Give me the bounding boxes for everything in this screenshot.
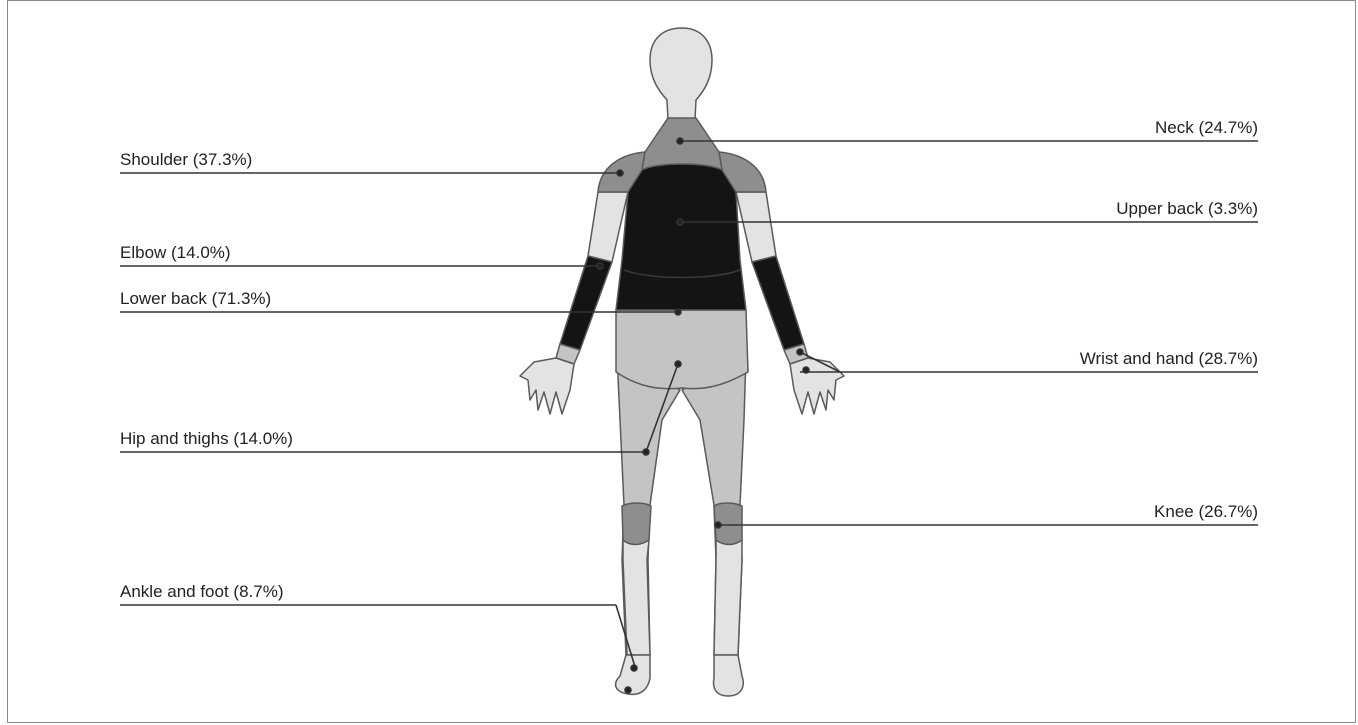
right-hand [790,358,844,414]
left-shin [623,540,650,655]
label-shoulder: Shoulder (37.3%) [120,150,252,170]
dot-elbow [597,263,603,269]
label-upper-back: Upper back (3.3%) [1116,199,1258,219]
left-knee [622,503,651,545]
dot-lower-back [675,309,681,315]
dot-shoulder [617,170,623,176]
label-elbow: Elbow (14.0%) [120,243,231,263]
dot-upper-back [677,219,683,225]
label-wrist-hand: Wrist and hand (28.7%) [1080,349,1258,369]
label-knee: Knee (26.7%) [1154,502,1258,522]
left-forearm [560,256,612,350]
left-hand [520,358,574,414]
dot-hip-thighs-end [643,449,649,455]
dot-wrist-hand-b [803,367,809,373]
hip-region [616,310,748,389]
label-ankle-foot: Ankle and foot (8.7%) [120,582,283,602]
torso [616,160,746,310]
right-forearm [752,256,804,350]
right-shin [714,540,742,655]
dot-neck [677,138,683,144]
dot-wrist-hand-a [797,349,803,355]
dot-hip-thighs [675,361,681,367]
label-neck: Neck (24.7%) [1155,118,1258,138]
dot-knee [715,522,721,528]
dot-ankle-foot-a [631,665,637,671]
right-foot [714,655,744,696]
label-lower-back: Lower back (71.3%) [120,289,271,309]
right-upper-arm [736,192,776,262]
label-hip-thighs: Hip and thighs (14.0%) [120,429,293,449]
dot-ankle-foot-b [625,687,631,693]
head [650,28,712,120]
